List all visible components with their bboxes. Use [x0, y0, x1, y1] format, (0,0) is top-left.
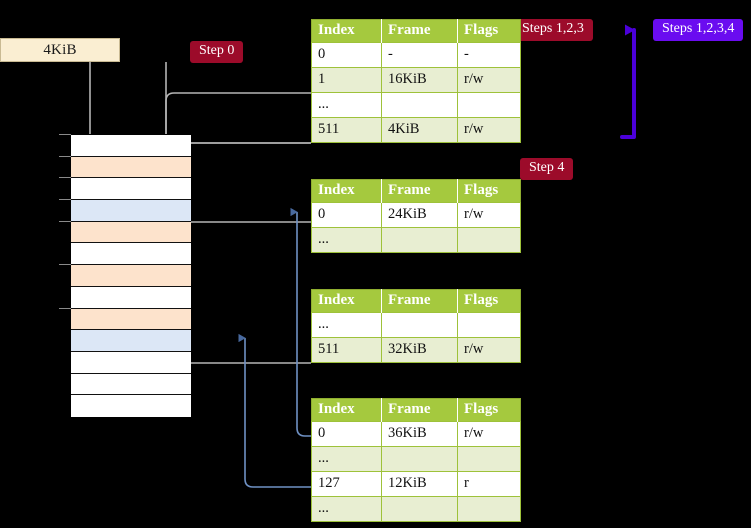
- cell-index: 511: [311, 337, 382, 363]
- cell-flags: [457, 312, 521, 338]
- memory-grid-row: [71, 395, 191, 417]
- cell-frame: [381, 92, 458, 118]
- cell-flags: [457, 92, 521, 118]
- memory-grid-tick: [59, 264, 71, 266]
- memory-grid-tick: [59, 307, 71, 309]
- page-table-level-0: Index Frame Flags 0 - - 1 16KiB r/w ... …: [311, 19, 521, 143]
- table-row: ...: [311, 496, 521, 522]
- memory-grid-row: [71, 178, 191, 201]
- memory-grid-row: [71, 265, 191, 287]
- memory-grid-tick: [59, 155, 71, 157]
- memory-grid-ticks: [0, 134, 190, 416]
- page-table-level-1: Index Frame Flags 0 24KiB r/w ...: [311, 179, 521, 253]
- column-header-frame: Frame: [381, 19, 458, 43]
- table-row: 511 32KiB r/w: [311, 337, 521, 363]
- cell-frame: 32KiB: [381, 337, 458, 363]
- column-header-frame: Frame: [381, 179, 458, 203]
- cell-index: 0: [311, 202, 382, 228]
- column-header-flags: Flags: [457, 398, 521, 422]
- cell-index: 0: [311, 421, 382, 447]
- cell-flags: [457, 446, 521, 472]
- badge-steps-1-2-3-4: Steps 1,2,3,4: [653, 19, 744, 41]
- badge-steps-1-2-3: Steps 1,2,3: [513, 19, 593, 41]
- cell-index: 127: [311, 471, 382, 497]
- table-header-row: Index Frame Flags: [311, 398, 521, 422]
- memory-grid-row: [71, 200, 191, 222]
- cell-flags: [457, 496, 521, 522]
- badge-step-4: Step 4: [520, 158, 574, 180]
- memory-grid-row: [71, 243, 191, 266]
- table-row: ...: [311, 312, 521, 338]
- table-row: ...: [311, 446, 521, 472]
- cell-flags: [457, 227, 521, 253]
- memory-grid-row: [71, 156, 191, 179]
- cell-flags: r: [457, 471, 521, 497]
- cell-flags: r/w: [457, 117, 521, 143]
- cell-frame: [381, 312, 458, 338]
- cell-index: 511: [311, 117, 382, 143]
- column-header-flags: Flags: [457, 289, 521, 313]
- memory-grid-row: [71, 330, 191, 352]
- table-header-row: Index Frame Flags: [311, 179, 521, 203]
- column-header-frame: Frame: [381, 289, 458, 313]
- table-header-row: Index Frame Flags: [311, 289, 521, 313]
- memory-grid-tick: [59, 177, 71, 179]
- table-row: ...: [311, 227, 521, 253]
- cell-index: ...: [311, 227, 382, 253]
- cell-index: 0: [311, 42, 382, 68]
- memory-grid-row: [71, 221, 191, 244]
- cell-frame: 16KiB: [381, 67, 458, 93]
- cell-flags: -: [457, 42, 521, 68]
- memory-size-box: 4KiB: [0, 38, 120, 62]
- table-header-row: Index Frame Flags: [311, 19, 521, 43]
- cell-flags: r/w: [457, 337, 521, 363]
- table-row: 127 12KiB r: [311, 471, 521, 497]
- memory-grid-tick: [59, 134, 71, 135]
- column-header-flags: Flags: [457, 179, 521, 203]
- table-row: ...: [311, 92, 521, 118]
- memory-grid-tick: [59, 199, 71, 201]
- table-row: 0 - -: [311, 42, 521, 68]
- cell-frame: 4KiB: [381, 117, 458, 143]
- cell-frame: 36KiB: [381, 421, 458, 447]
- cell-index: ...: [311, 312, 382, 338]
- cell-index: 1: [311, 67, 382, 93]
- memory-grid-row: [71, 351, 191, 374]
- memory-grid-tick: [59, 220, 71, 222]
- cell-frame: [381, 496, 458, 522]
- cell-index: ...: [311, 496, 382, 522]
- memory-grid-row: [71, 308, 191, 331]
- cell-frame: [381, 227, 458, 253]
- column-header-index: Index: [311, 398, 382, 422]
- page-table-level-3: Index Frame Flags 0 36KiB r/w ... 127 12…: [311, 398, 521, 522]
- table-row: 511 4KiB r/w: [311, 117, 521, 143]
- memory-grid-row: [71, 286, 191, 309]
- cell-index: ...: [311, 446, 382, 472]
- column-header-index: Index: [311, 179, 382, 203]
- table-row: 0 36KiB r/w: [311, 421, 521, 447]
- page-table-level-2: Index Frame Flags ... 511 32KiB r/w: [311, 289, 521, 363]
- cell-flags: r/w: [457, 202, 521, 228]
- cell-flags: r/w: [457, 67, 521, 93]
- cell-frame: 24KiB: [381, 202, 458, 228]
- cell-frame: -: [381, 42, 458, 68]
- badge-step-0: Step 0: [190, 41, 244, 63]
- cell-index: ...: [311, 92, 382, 118]
- physical-memory-grid: [70, 134, 191, 417]
- column-header-index: Index: [311, 289, 382, 313]
- column-header-frame: Frame: [381, 398, 458, 422]
- cell-frame: 12KiB: [381, 471, 458, 497]
- cell-frame: [381, 446, 458, 472]
- column-header-flags: Flags: [457, 19, 521, 43]
- memory-grid-row: [71, 135, 191, 157]
- column-header-index: Index: [311, 19, 382, 43]
- cell-flags: r/w: [457, 421, 521, 447]
- memory-grid-row: [71, 373, 191, 396]
- table-row: 1 16KiB r/w: [311, 67, 521, 93]
- table-row: 0 24KiB r/w: [311, 202, 521, 228]
